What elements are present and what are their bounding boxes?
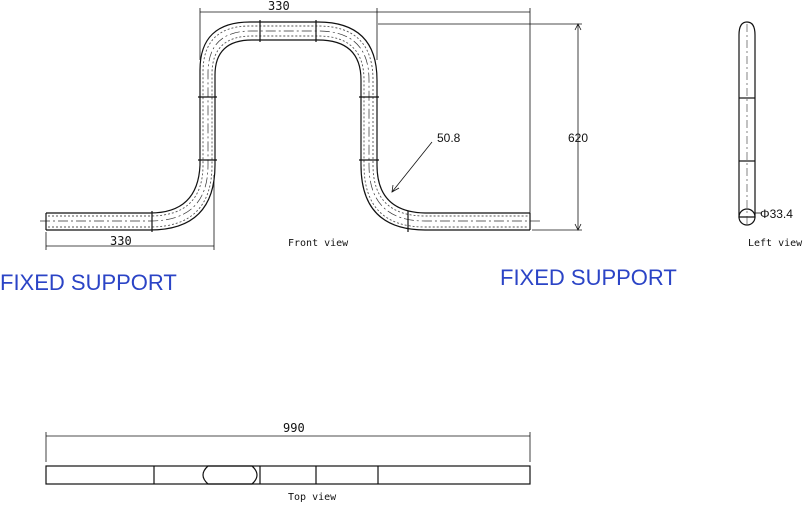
dim-overall-length [45,432,531,462]
dim-top-span-label: 330 [268,0,290,13]
fixed-support-label-left: FIXED SUPPORT [0,270,177,295]
dim-height-label: 620 [568,131,588,145]
dim-outer-diameter-label: Φ33.4 [760,207,793,221]
dim-left-leg-label: 330 [110,234,132,248]
tube-centerline [40,30,540,222]
top-view [45,465,531,485]
tube-inner-edge [46,39,530,231]
dim-bend-radius [391,141,433,193]
dim-left-leg [45,175,215,250]
dim-height [378,23,582,231]
left-view-caption: Left view [748,238,803,249]
front-view-caption: Front view [288,238,349,249]
tube-section-circle [738,208,756,226]
top-view-caption: Top view [288,492,337,503]
top-view-bend-oval [202,465,258,485]
tube-outer-edge [46,21,530,214]
dim-top-span [199,8,531,215]
tube-hatch [48,25,528,217]
front-view [40,20,540,232]
tube-hatch-inner [48,35,528,228]
fixed-support-label-right: FIXED SUPPORT [500,265,677,290]
dim-overall-length-label: 990 [283,421,305,435]
dim-bend-radius-label: 50.8 [437,131,461,145]
left-view [738,21,762,226]
